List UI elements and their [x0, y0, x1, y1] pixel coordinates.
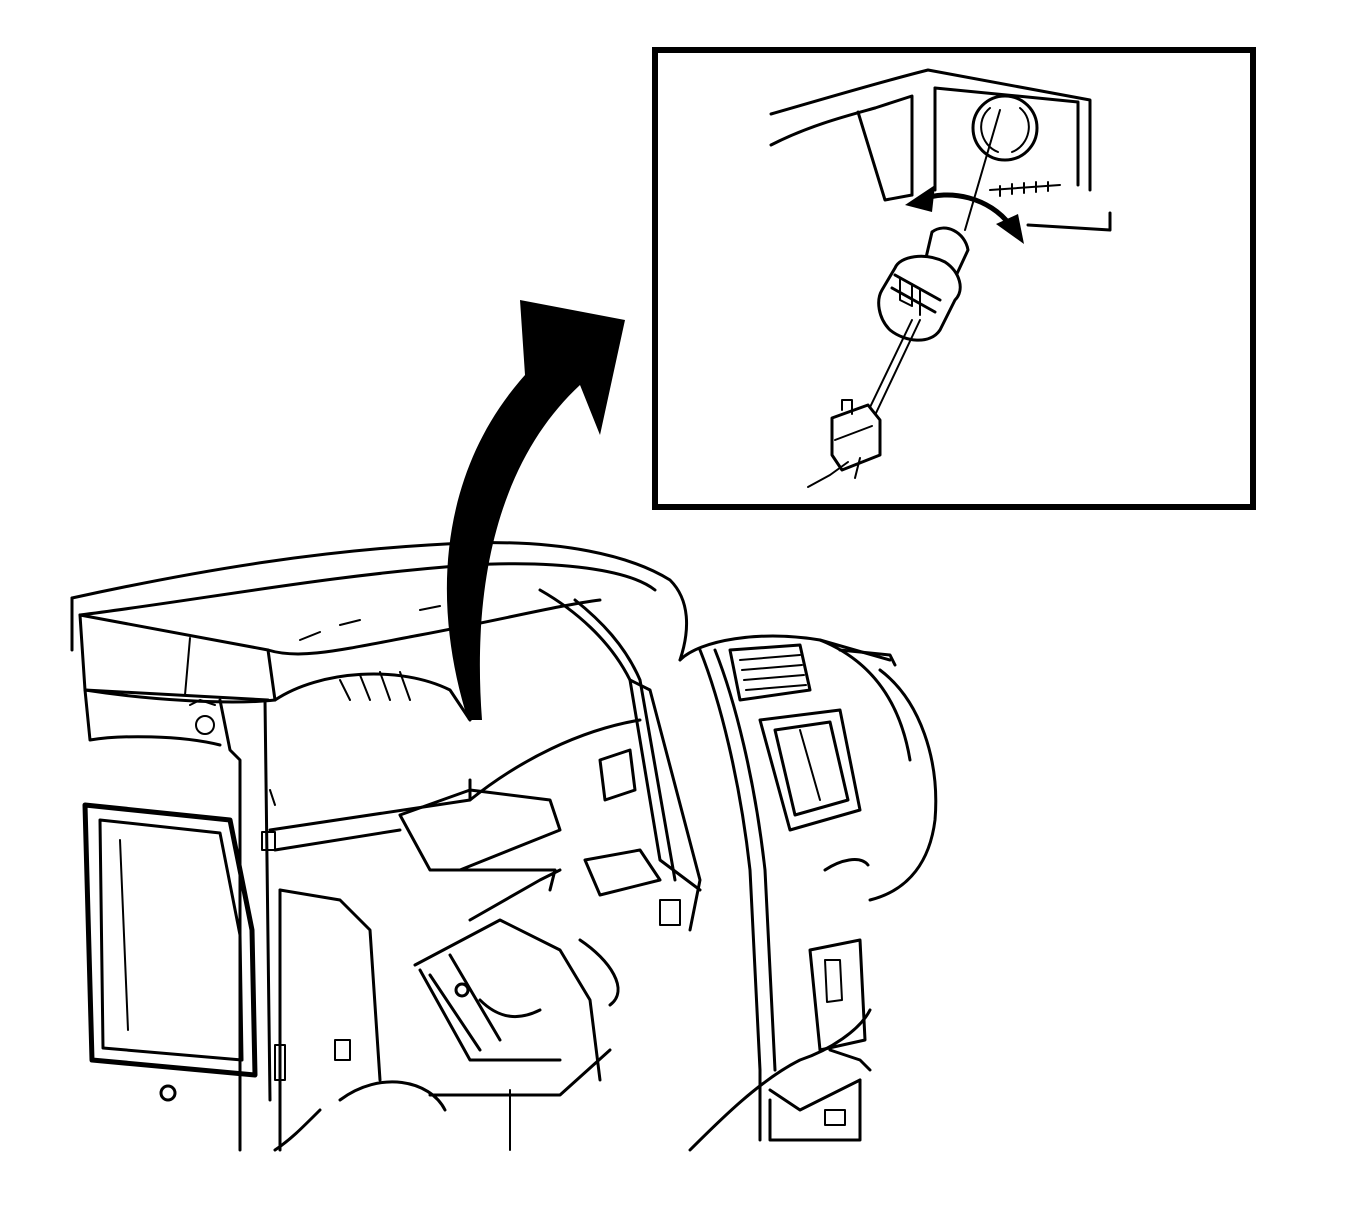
instrument-panel-opening [769, 68, 1112, 232]
steering-column-opening [273, 718, 642, 1152]
instrument-panel-pad [70, 541, 689, 722]
hvac-outlet [728, 643, 812, 702]
bulb-socket [877, 109, 1001, 342]
glove-box-opening [82, 802, 258, 1102]
detail-view-inset [652, 47, 1256, 510]
dash-frame [83, 688, 472, 1152]
electrical-connector [807, 319, 921, 488]
rotation-arrow [905, 185, 1024, 244]
instrument-panel-main-view [70, 541, 938, 1152]
callout-arrow [446, 300, 625, 720]
center-console [678, 634, 938, 1152]
a-pillar-trim [538, 588, 702, 1007]
